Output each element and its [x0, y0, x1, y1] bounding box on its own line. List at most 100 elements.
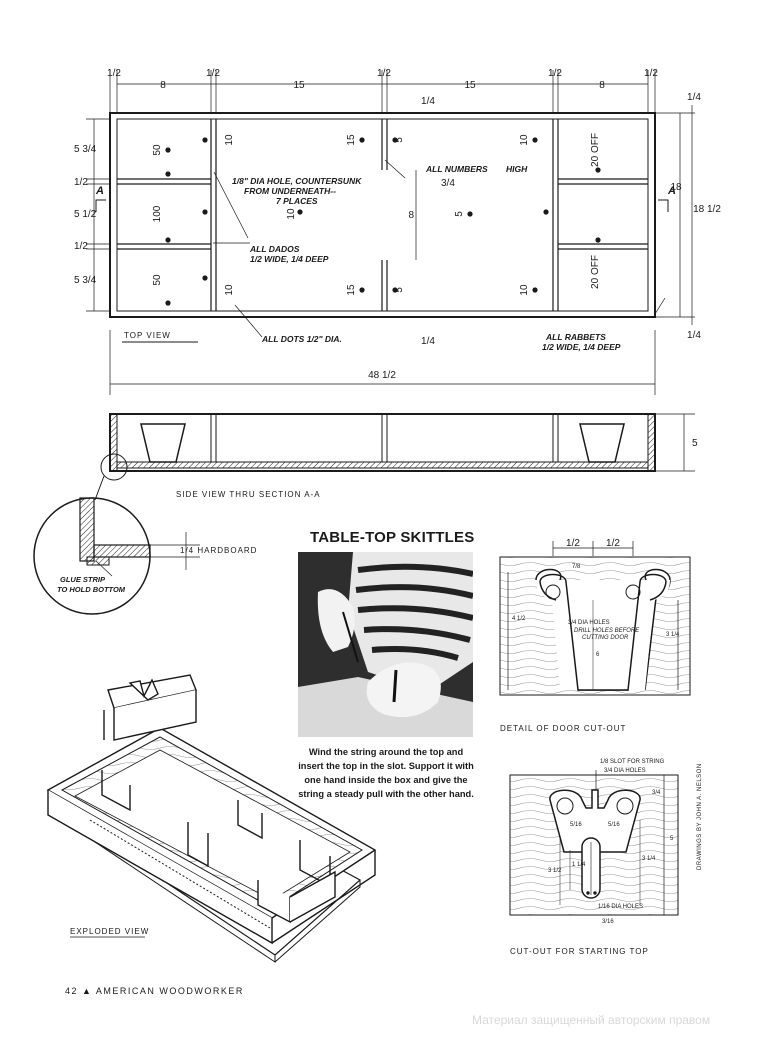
- dim-depth: 18: [670, 182, 682, 193]
- st-dim-5-16-b: 5/16: [608, 822, 620, 828]
- dim-overall-length: 48 1/2: [368, 370, 396, 381]
- note-numbers-2: HIGH: [506, 164, 528, 174]
- st-dim-3-16: 3/16: [602, 919, 614, 925]
- dim-half-2: 1/2: [206, 68, 220, 79]
- door-holes: 3/4 DIA HOLES: [568, 620, 610, 626]
- dim-half-5: 1/2: [644, 68, 658, 79]
- photo-caption: Wind the string around the top and inser…: [298, 747, 474, 799]
- st-small-holes: 1/16 DIA HOLES: [598, 904, 643, 910]
- dim-quarter-right: 1/4: [687, 92, 701, 103]
- score-15-a: 15: [346, 134, 357, 146]
- door-dim-3-1-4: 3 1/4: [666, 632, 680, 638]
- dim-left-4: 1/2: [74, 241, 88, 252]
- glue-strip-2: TO HOLD BOTTOM: [57, 585, 126, 594]
- note-dots: ALL DOTS 1/2" DIA.: [261, 334, 342, 344]
- starting-top-text: 1/8 SLOT FOR STRING 3/4 DIA HOLES 1/16 D…: [510, 759, 674, 956]
- dim-half-4: 1/2: [548, 68, 562, 79]
- dim-left-3: 5 1/2: [74, 209, 97, 220]
- glue-strip-1: GLUE STRIP: [60, 575, 106, 584]
- note-countersunk-2: FROM UNDERNEATH--: [244, 186, 336, 196]
- side-view-height: 5: [692, 438, 698, 449]
- st-dim-5: 5: [670, 836, 674, 842]
- copyright-watermark: Материал защищенный авторским правом: [472, 1013, 711, 1027]
- door-drill-1: DRILL HOLES BEFORE: [574, 628, 640, 634]
- dim-three-quarter: 3/4: [441, 178, 455, 189]
- door-detail-text: 1/2 1/2 7/8 4 1/2 3 1/4 6 3/4 DIA HOLES …: [500, 538, 680, 733]
- dim-top-3: 15: [464, 80, 476, 91]
- top-view-notes: 1/8" DIA HOLE, COUNTERSUNK FROM UNDERNEA…: [122, 164, 621, 352]
- door-dim-4-1-2: 4 1/2: [512, 616, 526, 622]
- rabbet-detail: [33, 497, 200, 615]
- top-view-dimensions: 1/2 1/2 1/2 1/2 1/2 8 15 15 8 1/4 1/4 1/…: [74, 68, 721, 381]
- section-marker-left: A: [95, 185, 104, 197]
- note-countersunk-3: 7 PLACES: [276, 196, 318, 206]
- dim-depth-outer: 18 1/2: [693, 204, 721, 215]
- section-marker-right: A: [667, 185, 676, 197]
- top-view-label: TOP VIEW: [124, 331, 171, 340]
- score-5-b: 5: [454, 211, 465, 217]
- score-10-e: 10: [519, 284, 530, 296]
- photo-illustration: [298, 552, 473, 737]
- dim-left-2: 1/2: [74, 177, 88, 188]
- door-half-b: 1/2: [606, 538, 620, 549]
- side-view-label: SIDE VIEW THRU SECTION A-A: [176, 490, 321, 499]
- score-10-d: 10: [519, 134, 530, 146]
- score-20-off-a: 20 OFF: [590, 133, 601, 167]
- exploded-view: [46, 674, 377, 963]
- top-view-outline: [109, 112, 656, 318]
- st-slot: 1/8 SLOT FOR STRING: [600, 759, 665, 765]
- door-half-a: 1/2: [566, 538, 580, 549]
- st-dim-1-1-4: 1 1/4: [572, 862, 586, 868]
- dim-quarter-bottom-right: 1/4: [687, 330, 701, 341]
- dim-top-1: 8: [160, 80, 166, 91]
- top-view: [86, 70, 695, 395]
- dim-left-5: 5 3/4: [74, 275, 97, 286]
- dim-half-1: 1/2: [107, 68, 121, 79]
- st-dim-3-4: 3/4: [652, 790, 661, 796]
- score-10-b: 10: [286, 208, 297, 220]
- dim-left-1: 5 3/4: [74, 144, 97, 155]
- note-dados-1: ALL DADOS: [249, 244, 300, 254]
- st-holes: 3/4 DIA HOLES: [604, 768, 646, 774]
- exploded-view-label: EXPLODED VIEW: [70, 927, 149, 936]
- score-20-off-b: 20 OFF: [590, 255, 601, 289]
- note-rabbets-2: 1/2 WIDE, 1/4 DEEP: [542, 342, 621, 352]
- score-dots: [165, 137, 601, 306]
- st-dim-3-1-4: 3 1/4: [642, 856, 656, 862]
- score-5-c: 5: [394, 287, 405, 293]
- demonstration-photo: [298, 552, 473, 737]
- dim-top-2: 15: [293, 80, 305, 91]
- score-10-c: 10: [224, 284, 235, 296]
- st-dim-5-16-a: 5/16: [570, 822, 582, 828]
- article-title: TABLE-TOP SKITTLES: [310, 529, 475, 546]
- door-dim-7-8: 7/8: [572, 564, 581, 570]
- dim-quarter-bottom: 1/4: [421, 336, 435, 347]
- starting-top-detail: [509, 770, 679, 916]
- hardboard-label: 1/4 HARDBOARD: [180, 546, 257, 555]
- door-dim-6: 6: [596, 652, 600, 658]
- score-labels: 50 100 50 10 10 10 15 15 5 5 5 10 10 20 …: [95, 133, 676, 296]
- page-footer: 42 ▲ AMERICAN WOODWORKER: [65, 986, 244, 996]
- dim-quarter-top: 1/4: [421, 96, 435, 107]
- dim-center: 8: [408, 210, 414, 221]
- score-15-b: 15: [346, 284, 357, 296]
- note-rabbets-1: ALL RABBETS: [545, 332, 606, 342]
- dim-half-3: 1/2: [377, 68, 391, 79]
- door-detail-label: DETAIL OF DOOR CUT-OUT: [500, 724, 626, 733]
- starting-top-label: CUT-OUT FOR STARTING TOP: [510, 947, 649, 956]
- side-view: [94, 413, 695, 501]
- note-dados-2: 1/2 WIDE, 1/4 DEEP: [250, 254, 329, 264]
- score-100: 100: [152, 205, 163, 222]
- score-50-top: 50: [152, 144, 163, 156]
- st-dim-3-1-2: 3 1/2: [548, 868, 562, 874]
- score-5-a: 5: [394, 137, 405, 143]
- dim-top-4: 8: [599, 80, 605, 91]
- note-countersunk-1: 1/8" DIA HOLE, COUNTERSUNK: [232, 176, 362, 186]
- score-50-bottom: 50: [152, 274, 163, 286]
- drawing-credit: DRAWINGS BY JOHN A. NELSON: [697, 763, 703, 870]
- note-numbers-1: ALL NUMBERS: [425, 164, 488, 174]
- door-drill-2: CUTTING DOOR: [582, 635, 629, 641]
- score-10-a: 10: [224, 134, 235, 146]
- door-detail: [499, 541, 691, 696]
